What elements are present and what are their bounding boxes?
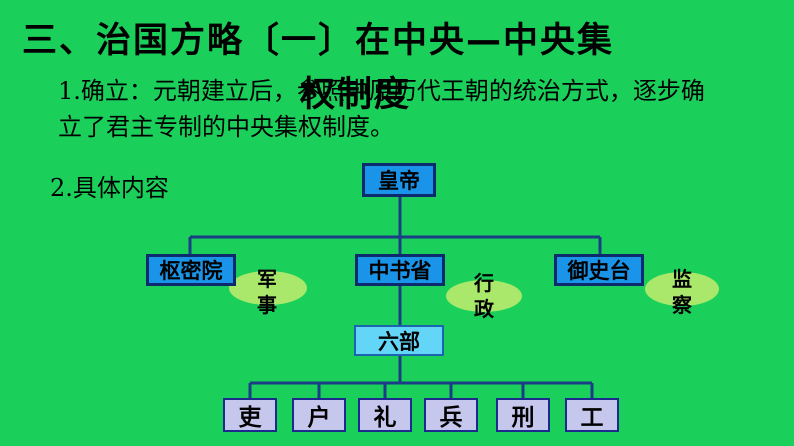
emperor-box: 皇帝 [362, 163, 436, 197]
ministry-box-6: 工 [565, 398, 619, 432]
slide-title-continued: 权制度 [300, 75, 412, 115]
function-ellipse-supervision [645, 272, 719, 306]
six-ministries-box: 六部 [354, 325, 444, 356]
zhongshusheng-box: 中书省 [355, 254, 445, 286]
ministry-box-2: 户 [292, 398, 346, 432]
slide-title: 三、治国方略〔一〕在中央—中央集 [22, 21, 615, 61]
function-label-supervision: 监察 [672, 267, 692, 317]
establishment-paragraph: 1.确立：元朝建立后，参照中原历代王朝的统治方式，逐步确立了君主专制的中央集权制… [58, 77, 705, 141]
ministry-box-5: 刑 [496, 398, 550, 432]
content-heading: 2.具体内容 [50, 174, 169, 202]
shumiyuan-box: 枢密院 [146, 254, 236, 286]
function-label-administration: 行政 [474, 271, 494, 321]
ministry-box-4: 兵 [424, 398, 478, 432]
function-label-military: 军事 [257, 267, 277, 317]
ministry-box-3: 礼 [358, 398, 412, 432]
function-ellipse-administration [446, 280, 522, 312]
function-ellipse-military [229, 271, 307, 305]
yushitai-box: 御史台 [554, 254, 644, 286]
ministry-box-1: 吏 [223, 398, 277, 432]
